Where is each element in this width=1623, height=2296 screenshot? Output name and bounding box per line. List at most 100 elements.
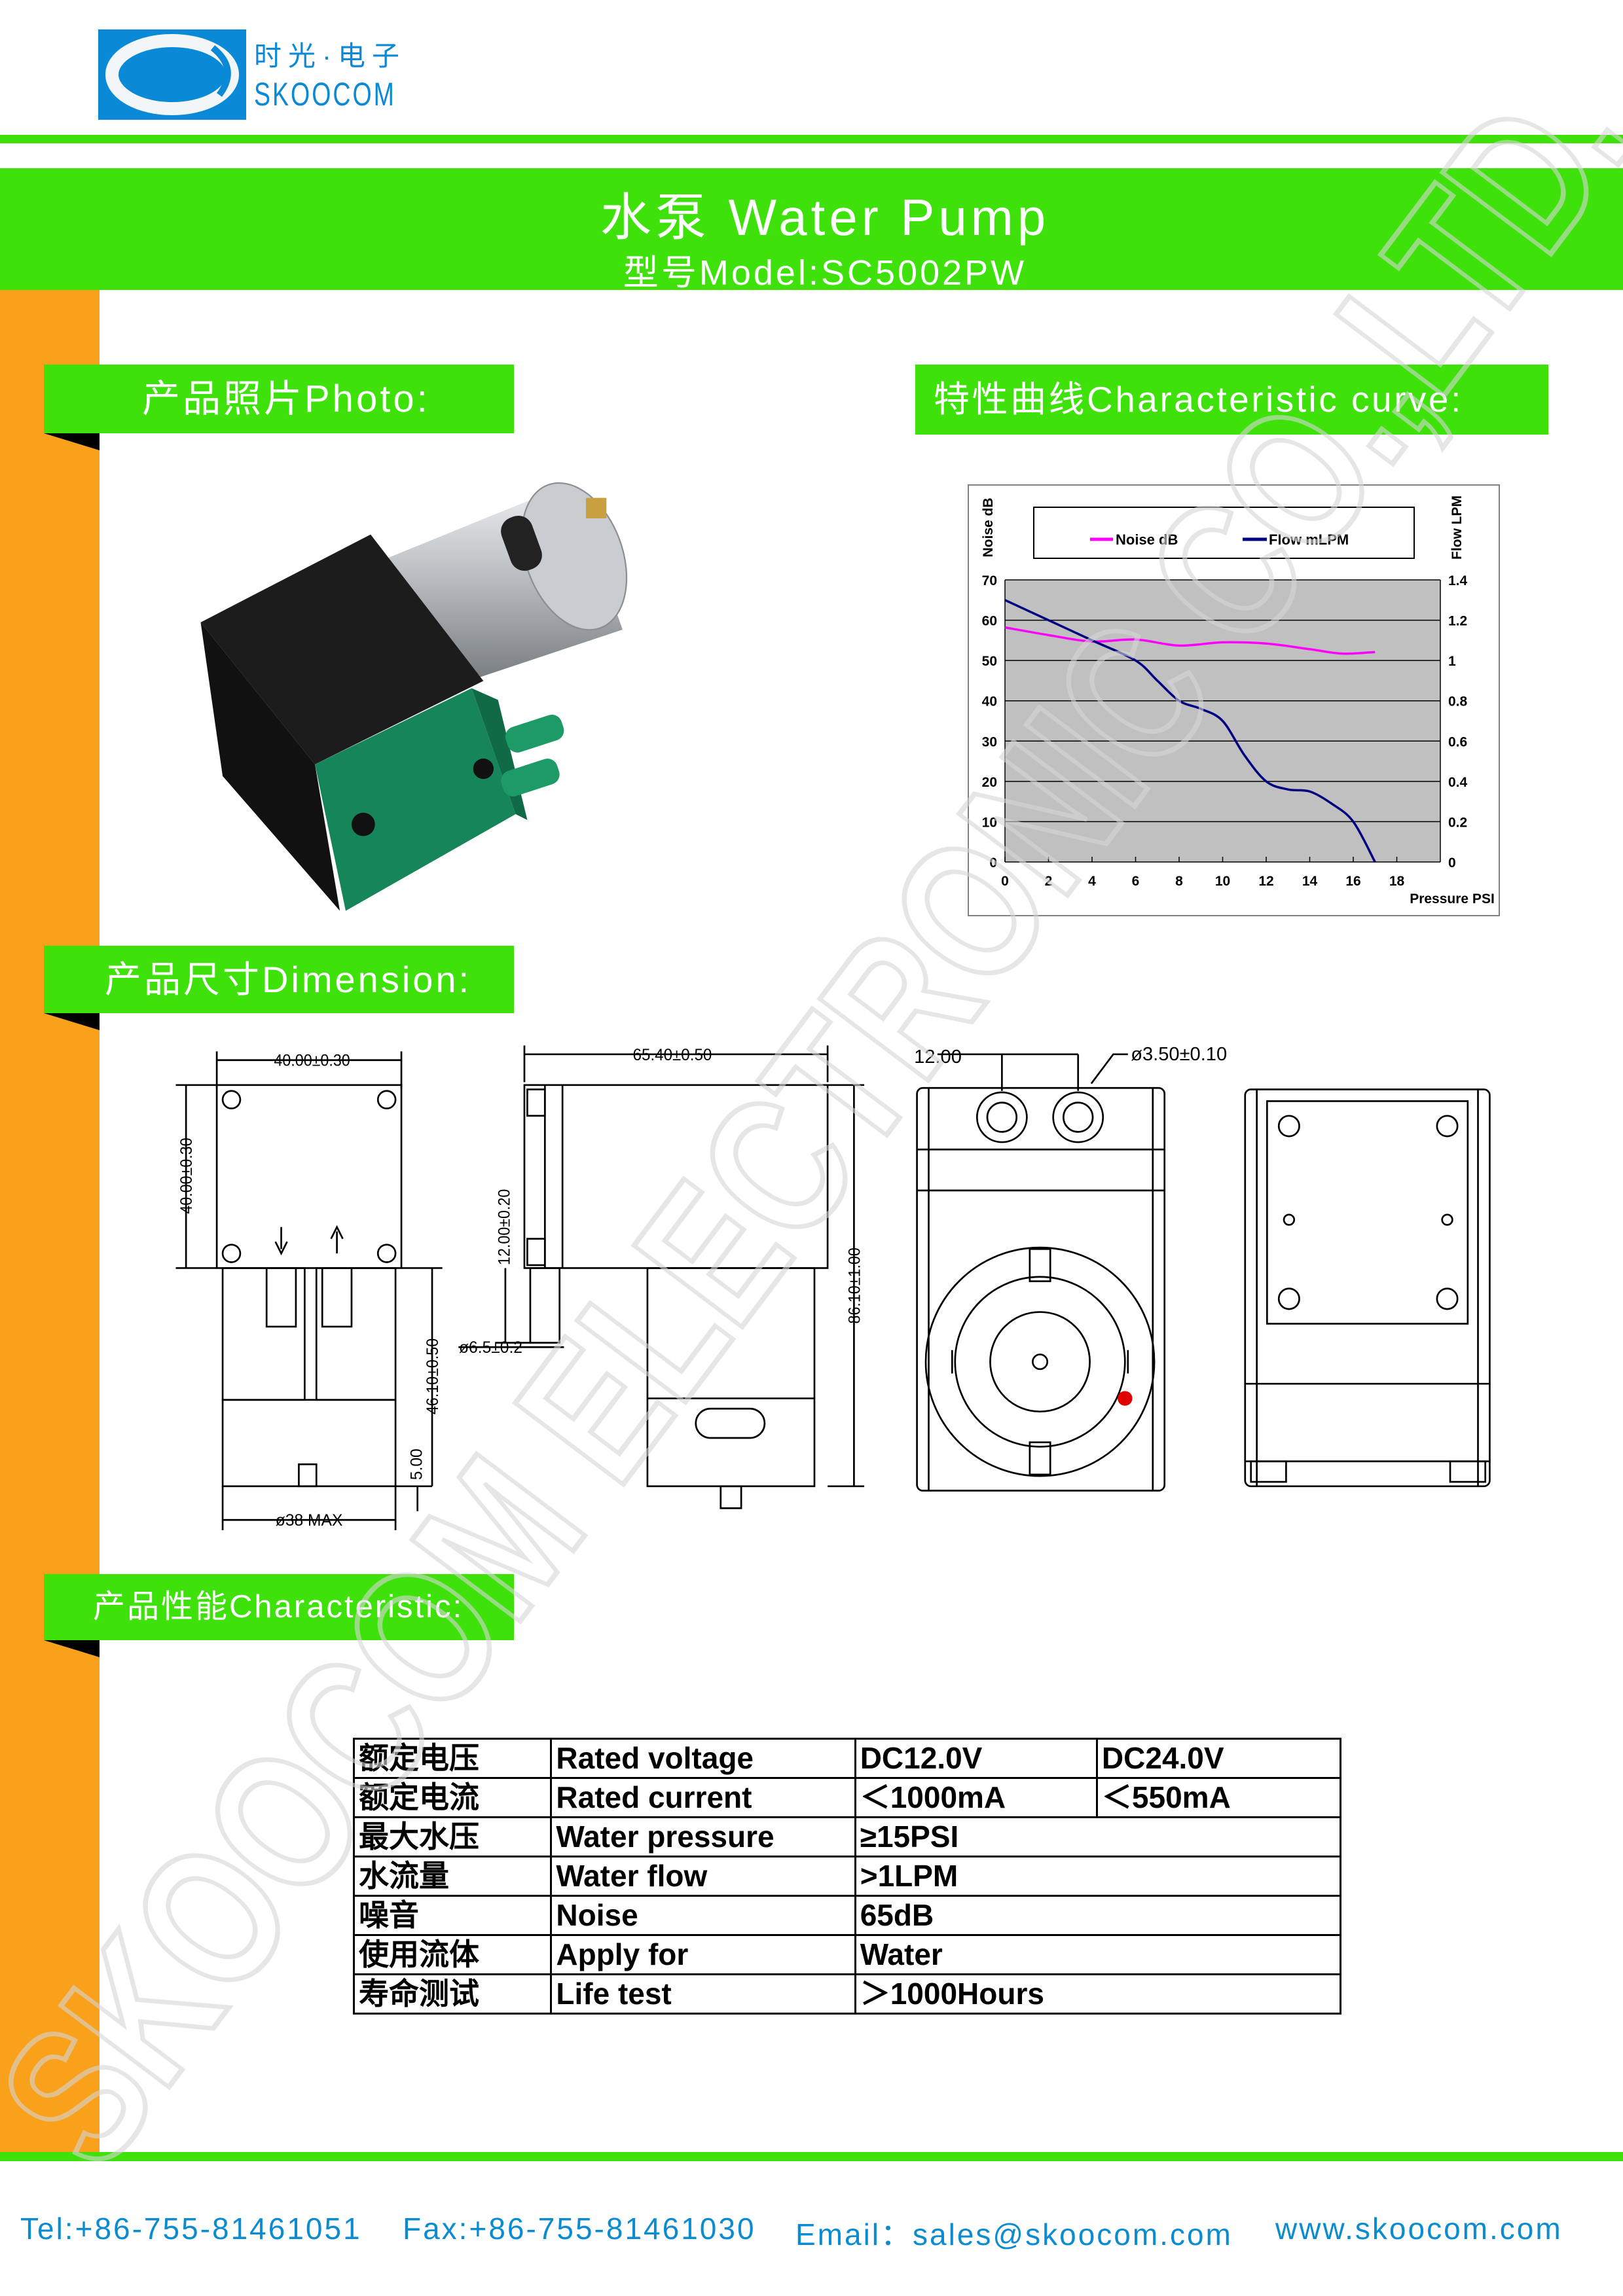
spec-label-cn: 水流量 bbox=[352, 1856, 553, 1897]
side-accent-bar bbox=[0, 290, 100, 2152]
dim-port-offset: 12.00±0.20 bbox=[496, 1189, 514, 1265]
spec-label-en: Life test bbox=[550, 1973, 856, 2015]
page-title: 水泵 Water Pump bbox=[600, 188, 1050, 246]
y2-tick-label: 1.4 bbox=[1448, 573, 1468, 588]
side-view-drawing bbox=[458, 1045, 865, 1509]
y2-tick-label: 1 bbox=[1448, 654, 1456, 669]
spec-value: >1LPM bbox=[854, 1856, 1342, 1897]
series-line-noise bbox=[1004, 626, 1376, 655]
x-tick-label: 0 bbox=[1001, 874, 1009, 889]
spec-value: ＞1000Hours bbox=[854, 1973, 1342, 2015]
spec-value: DC12.0V bbox=[854, 1738, 1098, 1779]
title-banner bbox=[0, 168, 1623, 290]
spec-label-cn: 寿命测试 bbox=[352, 1973, 553, 2015]
x-tick-label: 8 bbox=[1175, 874, 1183, 889]
dim-port-diameter: ø6.5±0.2 bbox=[459, 1339, 522, 1357]
footer-website[interactable]: www.skoocom.com bbox=[1275, 2212, 1563, 2246]
y-tick-label: 50 bbox=[982, 654, 997, 669]
logo-ring-icon bbox=[105, 34, 239, 115]
header-corner-decoration bbox=[44, 1640, 100, 1657]
series-line-flow bbox=[1004, 599, 1376, 863]
dim-side-length: 65.40±0.50 bbox=[633, 1047, 712, 1064]
spec-label-cn: 额定电压 bbox=[352, 1738, 553, 1779]
y2-tick-label: 0 bbox=[1448, 855, 1456, 870]
logo-english-name: SKOOCOM bbox=[254, 76, 396, 113]
x-tick-label: 4 bbox=[1088, 874, 1096, 889]
section-title-dimension: 产品尺寸Dimension: bbox=[105, 959, 472, 1000]
x-tick-label: 16 bbox=[1345, 874, 1360, 889]
section-title-curve: 特性曲线Characteristic curve: bbox=[934, 379, 1463, 420]
logo bbox=[98, 29, 246, 120]
legend-label-flow: Flow mLPM bbox=[1269, 531, 1349, 548]
chart-legend bbox=[1033, 507, 1415, 559]
spec-value: ≥15PSI bbox=[854, 1816, 1342, 1857]
spec-label-en: Water pressure bbox=[550, 1816, 856, 1857]
spec-label-en: Noise bbox=[550, 1895, 856, 1936]
bottom-divider bbox=[0, 2152, 1623, 2161]
dim-port-spacing: 12.00 bbox=[914, 1047, 962, 1067]
dim-base-diameter: ø38 MAX bbox=[276, 1512, 343, 1530]
footer-fax: Fax:+86-755-81461030 bbox=[403, 2212, 756, 2246]
product-photo bbox=[200, 482, 628, 911]
x-tick-label: 18 bbox=[1389, 874, 1405, 889]
y2-axis-title: Flow LPM bbox=[1450, 495, 1465, 560]
characteristic-chart: Noise dB Flow mLPM Noise dB Flow LPM Pre… bbox=[968, 484, 1500, 916]
section-header-characteristic: 产品性能Characteristic: bbox=[44, 1574, 514, 1640]
spec-label-en: Rated voltage bbox=[550, 1738, 856, 1779]
y-tick-label: 0 bbox=[989, 855, 997, 870]
dim-front-height: 40.00±0.30 bbox=[178, 1138, 196, 1213]
x-tick-label: 6 bbox=[1132, 874, 1140, 889]
spec-label-en: Apply for bbox=[550, 1934, 856, 1975]
x-tick-label: 2 bbox=[1045, 874, 1053, 889]
spec-value-alt: ＜550mA bbox=[1095, 1777, 1342, 1818]
x-tick-label: 12 bbox=[1258, 874, 1273, 889]
spec-label-cn: 使用流体 bbox=[352, 1934, 553, 1975]
front-view-drawing bbox=[175, 1051, 443, 1530]
y-tick-label: 70 bbox=[982, 573, 997, 588]
section-title-photo: 产品照片Photo: bbox=[142, 378, 430, 420]
y-axis-title: Noise dB bbox=[981, 497, 996, 557]
y2-tick-label: 0.4 bbox=[1448, 775, 1468, 790]
y-tick-label: 20 bbox=[982, 775, 997, 790]
y-tick-label: 40 bbox=[982, 694, 997, 709]
dim-lower-height: 46.10±0.50 bbox=[424, 1338, 442, 1414]
y-tick-label: 10 bbox=[982, 815, 997, 830]
y2-tick-label: 0.2 bbox=[1448, 815, 1467, 830]
end-view-drawing bbox=[916, 1053, 1166, 1492]
header-corner-decoration bbox=[44, 1013, 100, 1030]
footer-email[interactable]: Email：sales@skoocom.com bbox=[795, 2217, 1233, 2251]
y2-tick-label: 0.8 bbox=[1448, 694, 1468, 709]
x-axis-title: Pressure PSI bbox=[1410, 891, 1495, 906]
section-header-dimension: 产品尺寸Dimension: bbox=[44, 946, 514, 1013]
back-view-drawing bbox=[1244, 1088, 1491, 1488]
y-tick-label: 30 bbox=[982, 734, 997, 749]
spec-label-en: Water flow bbox=[550, 1856, 856, 1897]
spec-value-alt: DC24.0V bbox=[1095, 1738, 1342, 1779]
spec-label-cn: 最大水压 bbox=[352, 1816, 553, 1857]
dimension-labels: 40.00±0.30 40.00±0.30 46.10±0.50 5.00 ø3… bbox=[178, 1044, 1227, 1530]
header-corner-decoration bbox=[44, 433, 100, 450]
model-number: 型号Model:SC5002PW bbox=[623, 253, 1027, 293]
y2-tick-label: 1.2 bbox=[1448, 614, 1467, 629]
dim-total-height: 86.10±1.00 bbox=[846, 1247, 864, 1323]
spec-label-cn: 噪音 bbox=[352, 1895, 553, 1936]
section-header-curve: 特性曲线Characteristic curve: bbox=[915, 365, 1548, 435]
top-divider bbox=[0, 135, 1623, 143]
spec-value: Water bbox=[854, 1934, 1342, 1975]
section-header-photo: 产品照片Photo: bbox=[44, 365, 514, 433]
x-tick-label: 14 bbox=[1302, 874, 1318, 889]
y2-tick-label: 0.6 bbox=[1448, 734, 1467, 749]
dim-base-height: 5.00 bbox=[408, 1448, 426, 1480]
spec-label-en: Rated current bbox=[550, 1777, 856, 1818]
logo-chinese-name: 时光·电子 bbox=[254, 41, 406, 71]
spec-label-cn: 额定电流 bbox=[352, 1777, 553, 1818]
